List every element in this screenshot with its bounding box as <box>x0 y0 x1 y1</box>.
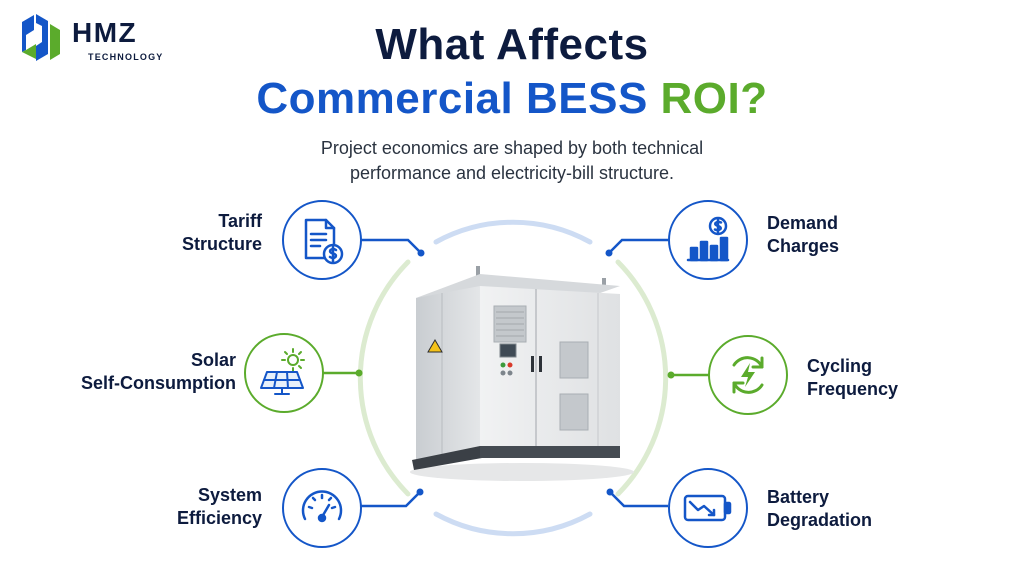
factor-label-degradation: Battery Degradation <box>767 486 887 532</box>
demand-line-2: Charges <box>767 236 840 256</box>
page-title-main: Commercial BESS <box>256 74 661 123</box>
factor-label-demand: Demand Charges <box>767 212 877 258</box>
tariff-document-dollar-icon <box>304 218 344 265</box>
solar-line-2: Self-Consumption <box>81 373 236 393</box>
tariff-line-1: Tariff <box>218 211 262 231</box>
demand-line-1: Demand <box>767 213 839 233</box>
subtitle-line-1: Project economics are shaped by both tec… <box>320 138 704 158</box>
cycling-line-2: Frequency <box>807 379 899 399</box>
hmz-logo-icon <box>22 14 60 61</box>
tariff-line-2: Structure <box>181 234 262 254</box>
cycling-icon-circle <box>708 335 788 415</box>
connector-efficiency <box>361 492 420 508</box>
solar-line-1: Solar <box>190 350 236 370</box>
degradation-line-1: Battery <box>767 487 830 507</box>
connector-demand <box>609 238 668 253</box>
ring-arc-top <box>433 219 593 245</box>
page-title-line-2: Commercial BESS ROI? <box>0 74 1024 124</box>
bess-cabinet-image <box>410 266 634 481</box>
connector-degradation <box>610 492 668 508</box>
solar-panel-sun-icon <box>260 348 305 395</box>
cycle-lightning-icon <box>732 356 764 394</box>
demand-icon-circle <box>668 200 748 280</box>
battery-decline-icon <box>683 494 732 522</box>
ring-arc-right <box>615 259 669 497</box>
brand-logo: HMZ TECHNOLOGY <box>16 12 176 64</box>
factor-label-tariff: Tariff Structure <box>150 210 262 256</box>
solar-icon-circle <box>244 333 324 413</box>
factor-label-cycling: Cycling Frequency <box>807 355 917 401</box>
efficiency-line-1: System <box>197 485 262 505</box>
logo-tagline: TECHNOLOGY <box>88 52 164 62</box>
factor-label-solar: Solar Self-Consumption <box>64 349 236 395</box>
subtitle-line-2: performance and electricity-bill structu… <box>349 163 675 183</box>
efficiency-line-2: Efficiency <box>176 508 262 528</box>
ring-arc-bottom <box>433 511 593 537</box>
tariff-icon-circle <box>282 200 362 280</box>
page-title-accent: ROI? <box>660 74 768 123</box>
bar-chart-dollar-icon <box>686 216 730 262</box>
ring-arc-left <box>357 259 411 497</box>
efficiency-icon-circle <box>282 468 362 548</box>
gauge-icon <box>301 490 343 523</box>
factor-label-efficiency: System Efficiency <box>150 484 262 530</box>
page-subtitle: Project economics are shaped by both tec… <box>0 136 1024 186</box>
degradation-line-2: Degradation <box>767 510 873 530</box>
page-title-line-1: What Affects <box>375 20 649 69</box>
degradation-icon-circle <box>668 468 748 548</box>
logo-name: HMZ <box>72 17 138 48</box>
connector-tariff <box>361 238 421 253</box>
cycling-line-1: Cycling <box>807 356 873 376</box>
